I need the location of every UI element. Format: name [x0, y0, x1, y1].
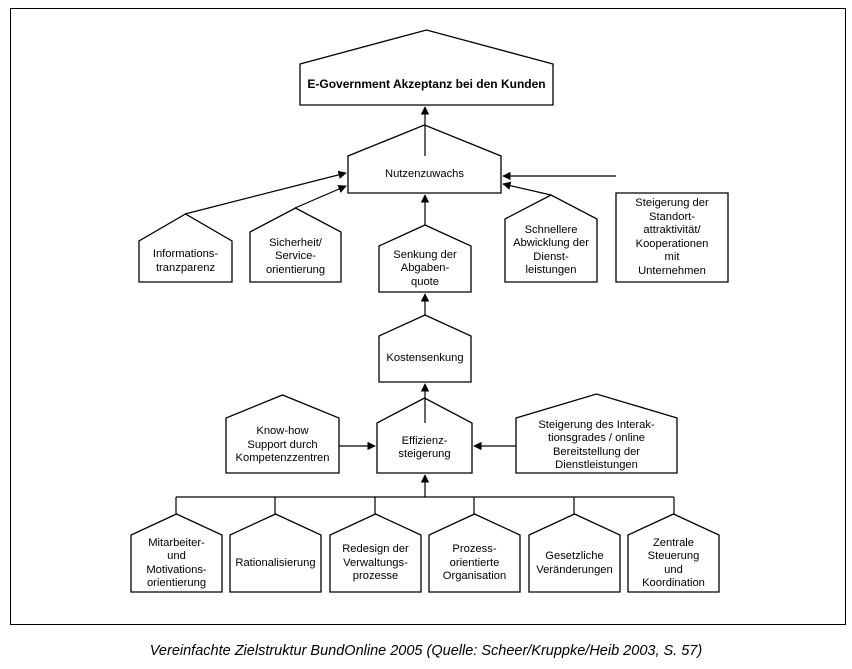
informationstransparenz-shape	[138, 213, 233, 283]
senkung-shape	[378, 224, 472, 293]
schnellere-abwicklung-line: Dienst-	[533, 250, 569, 263]
informationstransparenz-line: Informations-	[152, 248, 219, 260]
sicherheit-line: orientierung	[265, 263, 326, 276]
mitarbeiterorientierung-line: Motivations-	[146, 563, 207, 576]
schnellere-abwicklung-line: leistungen	[525, 264, 577, 276]
mitarbeiterorientierung-shape	[130, 513, 223, 593]
standortattraktivitaet-line: mit	[664, 251, 680, 263]
schnellere-abwicklung-shape	[504, 194, 598, 283]
akzeptanz-shape	[299, 29, 554, 106]
standortattraktivitaet-line: Steigerung der	[635, 197, 709, 209]
standortattraktivitaet-line: Kooperationen	[635, 237, 709, 250]
effizienzsteigerung-line: steigerung	[398, 448, 451, 460]
interaktionsgrad-shape	[515, 393, 678, 474]
know-how-line: Support durch	[247, 438, 318, 451]
redesign-shape	[329, 513, 422, 593]
standortattraktivitaet-shape	[615, 192, 729, 283]
zentrale-steuerung-line: Zentrale	[652, 536, 695, 549]
prozessorientierte-organisation-line: orientierte	[449, 556, 500, 569]
know-how-line: Kompetenzzentren	[235, 452, 330, 465]
senkung-line: Senkung der	[393, 248, 457, 261]
akzeptanz-label: E-Government Akzeptanz bei den Kunden	[300, 64, 553, 105]
interaktionsgrad-line: Bereitstellung der	[552, 445, 641, 458]
zentrale-steuerung-line: und	[664, 563, 683, 576]
senkung-line: Abgaben-	[400, 262, 450, 275]
nutzenzuwachs-line: Nutzenzuwachs	[385, 167, 464, 180]
interaktionsgrad-line: Dienstleistungen	[555, 459, 638, 471]
standortattraktivitaet-line: Standort-	[648, 210, 696, 223]
sicherheit-line: Service-	[274, 250, 317, 263]
zentrale-steuerung-shape	[627, 513, 720, 593]
know-how-shape	[225, 394, 340, 474]
arrow-schneller-to-nutzen	[502, 181, 552, 196]
akzeptanz-line: E-Government Akzeptanz bei den Kunden	[307, 76, 546, 91]
diagram-frame	[10, 8, 846, 625]
informationstransparenz-label: Informations-tranzparenz	[139, 241, 232, 282]
effizienzsteigerung-shape	[376, 397, 473, 474]
schnellere-abwicklung-line: Schnellere	[524, 223, 578, 236]
mitarbeiterorientierung-line: und	[167, 550, 186, 562]
gesetzliche-veraenderungen-shape	[528, 513, 621, 593]
gesetzliche-veraenderungen-line: Gesetzliche	[545, 550, 604, 562]
rationalisierung-line: Rationalisierung	[235, 556, 316, 569]
rationalisierung-label: Rationalisierung	[230, 535, 321, 592]
nutzenzuwachs-label: Nutzenzuwachs	[348, 156, 501, 193]
prozessorientierte-organisation-line: Prozess-	[452, 543, 497, 556]
kostensenkung-line: Kostensenkung	[386, 352, 464, 365]
effizienzsteigerung-label: Effizienz-steigerung	[377, 423, 472, 473]
sicherheit-label: Sicherheit/Service-orientierung	[250, 232, 341, 282]
figure-caption: Vereinfachte Zielstruktur BundOnline 200…	[149, 643, 703, 659]
kostensenkung-shape	[378, 314, 472, 383]
schnellere-abwicklung-line: Abwicklung der	[513, 237, 589, 249]
nutzenzuwachs-shape	[347, 124, 502, 194]
zentrale-steuerung-line: Steuerung	[647, 550, 700, 562]
zentrale-steuerung-line: Koordination	[642, 577, 705, 589]
prozessorientierte-organisation-shape	[428, 513, 521, 593]
standortattraktivitaet-line: Unternehmen	[638, 264, 706, 277]
interaktionsgrad-label: Steigerung des Interak-tionsgrades / onl…	[516, 418, 677, 473]
know-how-line: Know-how	[256, 425, 309, 438]
gesetzliche-veraenderungen-line: Veränderungen	[536, 563, 613, 576]
prozessorientierte-organisation-line: Organisation	[442, 570, 507, 583]
effizienzsteigerung-line: Effizienz-	[401, 434, 448, 447]
senkung-line: quote	[411, 275, 439, 288]
rationalisierung-shape	[229, 513, 322, 593]
kostensenkung-label: Kostensenkung	[379, 336, 471, 382]
mitarbeiterorientierung-line: orientierung	[146, 577, 207, 589]
mitarbeiterorientierung-line: Mitarbeiter-	[148, 536, 205, 549]
interaktionsgrad-line: Steigerung des Interak-	[538, 418, 655, 431]
sicherheit-shape	[249, 207, 342, 283]
interaktionsgrad-line: tionsgrades / online	[547, 432, 646, 444]
redesign-line: Redesign der	[342, 543, 409, 556]
redesign-line: Verwaltungs-	[343, 556, 408, 569]
informationstransparenz-line: tranzparenz	[155, 261, 216, 274]
arrow-info-to-nutzen	[184, 170, 347, 215]
redesign-line: prozesse	[352, 570, 399, 583]
arrow-sicherheit-to-nutzen	[294, 185, 347, 209]
standortattraktivitaet-line: attraktivität/	[643, 224, 701, 236]
sicherheit-line: Sicherheit/	[269, 236, 322, 249]
